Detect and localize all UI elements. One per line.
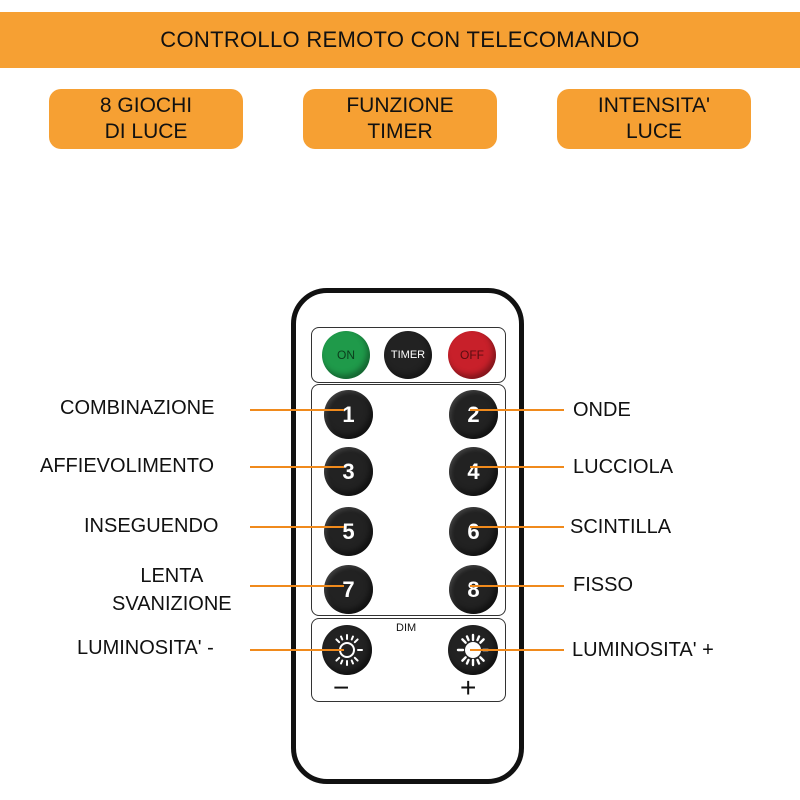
dim-panel: DIM [311, 618, 506, 702]
feature-intensity-line2: LUCE [625, 120, 683, 143]
feature-intensity: INTENSITA' LUCE [557, 89, 751, 149]
leader-line-5 [250, 526, 344, 528]
label-fisso: FISSO [573, 574, 634, 596]
feature-timer-line2: TIMER [367, 120, 433, 143]
off-label: OFF [460, 348, 484, 362]
remote-control: ON TIMER OFF 1 2 3 4 5 6 7 8 DIM [291, 288, 524, 784]
label-inseguendo: INSEGUENDO [84, 515, 219, 537]
leader-line-4 [470, 466, 564, 468]
label-lucciola: LUCCIOLA [573, 456, 674, 478]
leader-line-1 [250, 409, 344, 411]
mode-button-3-label: 3 [342, 458, 355, 484]
mode-button-1-label: 1 [342, 401, 355, 427]
mode-button-5[interactable]: 5 [324, 507, 373, 556]
mode-button-7-label: 7 [342, 576, 355, 602]
dim-label: DIM [396, 622, 417, 634]
leader-line-dim-minus [250, 649, 344, 651]
mode-panel: 1 2 3 4 5 6 7 8 [311, 384, 506, 616]
mode-button-8[interactable]: 8 [449, 565, 498, 614]
minus-symbol: − [333, 672, 350, 703]
label-onde: ONDE [573, 399, 631, 421]
feature-light-games-line2: DI LUCE [104, 120, 188, 143]
label-luminosita-plus: LUMINOSITA' + [572, 639, 714, 661]
label-lenta-svanizione: LENTA SVANIZIONE [112, 562, 232, 618]
timer-label: TIMER [390, 349, 426, 361]
on-label: ON [337, 348, 355, 362]
feature-intensity-line1: INTENSITA' [597, 94, 711, 117]
leader-line-8 [470, 585, 564, 587]
leader-line-dim-plus [470, 649, 564, 651]
plus-symbol: + [460, 672, 477, 703]
mode-button-3[interactable]: 3 [324, 447, 373, 496]
label-lenta: LENTA [140, 565, 204, 587]
leader-line-3 [250, 466, 344, 468]
label-svanizione: SVANIZIONE [112, 593, 232, 615]
label-affievolimento: AFFIEVOLIMENTO [40, 455, 215, 477]
power-panel: ON TIMER OFF [311, 327, 506, 383]
mode-button-1[interactable]: 1 [324, 390, 373, 439]
label-combinazione: COMBINAZIONE [60, 397, 215, 419]
mode-button-6-label: 6 [467, 518, 480, 544]
mode-button-2[interactable]: 2 [449, 390, 498, 439]
on-button[interactable]: ON [322, 331, 370, 379]
feature-light-games: 8 GIOCHI DI LUCE [49, 89, 243, 149]
mode-button-4[interactable]: 4 [449, 447, 498, 496]
mode-button-5-label: 5 [342, 518, 355, 544]
feature-timer: FUNZIONE TIMER [303, 89, 497, 149]
title-text: CONTROLLO REMOTO CON TELECOMANDO [160, 27, 640, 52]
mode-button-2-label: 2 [467, 401, 480, 427]
mode-button-8-label: 8 [467, 576, 480, 602]
off-button[interactable]: OFF [448, 331, 496, 379]
feature-light-games-line1: 8 GIOCHI [99, 94, 193, 117]
feature-timer-line1: FUNZIONE [346, 94, 454, 117]
leader-line-7 [250, 585, 344, 587]
label-scintilla: SCINTILLA [570, 516, 672, 538]
mode-button-7[interactable]: 7 [324, 565, 373, 614]
title-banner: CONTROLLO REMOTO CON TELECOMANDO [0, 12, 800, 68]
leader-line-6 [470, 526, 564, 528]
timer-button[interactable]: TIMER [384, 331, 432, 379]
leader-line-2 [470, 409, 564, 411]
label-luminosita-minus: LUMINOSITA' - [77, 637, 214, 659]
mode-button-6[interactable]: 6 [449, 507, 498, 556]
mode-button-4-label: 4 [467, 458, 480, 484]
